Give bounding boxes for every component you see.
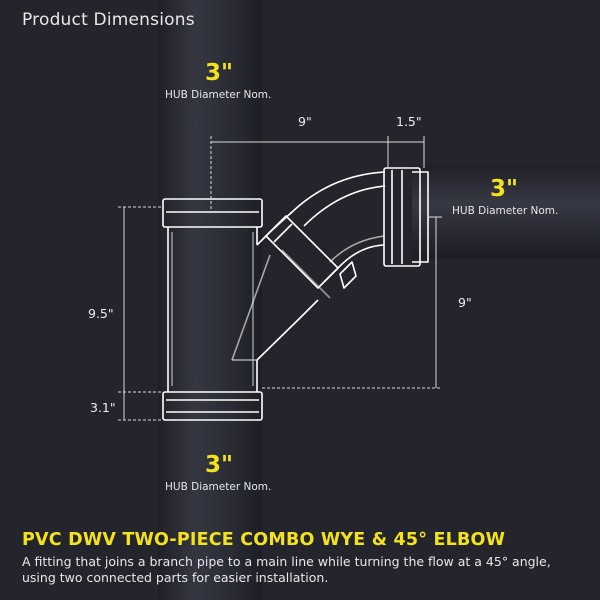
lower-hub-dimension: 3.1" xyxy=(90,400,116,415)
top-hub-size: 3" xyxy=(205,60,233,86)
bottom-hub-caption: HUB Diameter Nom. xyxy=(165,481,272,493)
total-height-dimension: 9.5" xyxy=(88,306,114,321)
product-title: PVC DWV TWO-PIECE COMBO WYE & 45° ELBOW xyxy=(22,530,506,550)
fitting-outline xyxy=(162,167,429,421)
background-horizontal-pipe xyxy=(412,165,600,259)
hub-width-dimension: 1.5" xyxy=(396,114,422,129)
dimension-lines xyxy=(118,136,442,421)
top-hub-caption: HUB Diameter Nom. xyxy=(165,89,272,101)
header-title: Product Dimensions xyxy=(22,10,195,30)
span-width-dimension: 9" xyxy=(298,114,312,129)
right-hub-size: 3" xyxy=(490,176,518,202)
right-hub-caption: HUB Diameter Nom. xyxy=(452,205,559,217)
bottom-hub-size: 3" xyxy=(205,452,233,478)
branch-height-dimension: 9" xyxy=(458,295,472,310)
background-vertical-pipe xyxy=(158,0,262,600)
product-description: A fitting that joins a branch pipe to a … xyxy=(22,554,551,585)
